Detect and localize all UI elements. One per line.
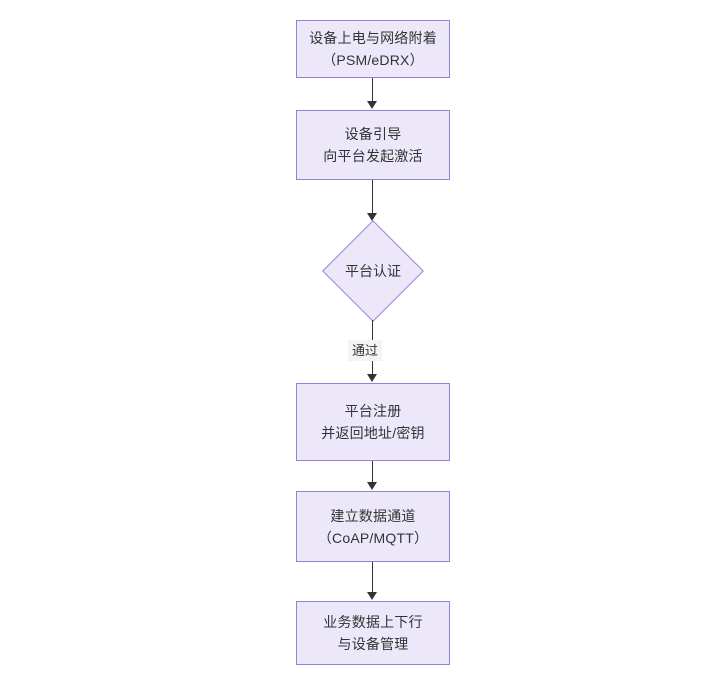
connector-register-to-channel <box>372 461 373 483</box>
node-business-data-line1: 业务数据上下行 <box>323 614 423 630</box>
edge-label-pass: 通过 <box>348 340 383 361</box>
node-business-data-line2: 与设备管理 <box>337 636 409 652</box>
node-establish-data-channel-line2: （CoAP/MQTT） <box>317 529 429 546</box>
node-establish-data-channel-line1: 建立数据通道 <box>330 507 416 524</box>
node-platform-registration[interactable]: 平台注册 并返回地址/密钥 <box>296 383 450 461</box>
arrowhead-boot-to-auth-icon <box>367 213 377 221</box>
arrowhead-register-to-channel-icon <box>367 482 377 490</box>
arrowhead-auth-to-register-icon <box>367 374 377 382</box>
node-device-bootstrap-line1: 设备引导 <box>344 126 402 142</box>
connector-power-to-boot <box>372 78 373 102</box>
connector-channel-to-data <box>372 562 373 593</box>
node-device-power-on-line1: 设备上电与网络附着 <box>309 30 437 46</box>
node-device-bootstrap[interactable]: 设备引导 向平台发起激活 <box>296 110 450 180</box>
connector-boot-to-auth <box>372 180 373 214</box>
node-device-power-on-line2: （PSM/eDRX） <box>322 52 424 68</box>
node-business-data-and-device-management[interactable]: 业务数据上下行 与设备管理 <box>296 601 450 665</box>
node-platform-registration-line1: 平台注册 <box>344 403 402 419</box>
node-establish-data-channel[interactable]: 建立数据通道 （CoAP/MQTT） <box>296 491 450 562</box>
node-platform-registration-line2: 并返回地址/密钥 <box>321 425 425 441</box>
arrowhead-power-to-boot-icon <box>367 101 377 109</box>
arrowhead-channel-to-data-icon <box>367 592 377 600</box>
node-platform-authentication[interactable]: 平台认证 <box>322 220 424 322</box>
node-device-bootstrap-line2: 向平台发起激活 <box>323 148 423 164</box>
node-device-power-on[interactable]: 设备上电与网络附着 （PSM/eDRX） <box>296 20 450 78</box>
node-platform-authentication-label: 平台认证 <box>345 263 401 279</box>
